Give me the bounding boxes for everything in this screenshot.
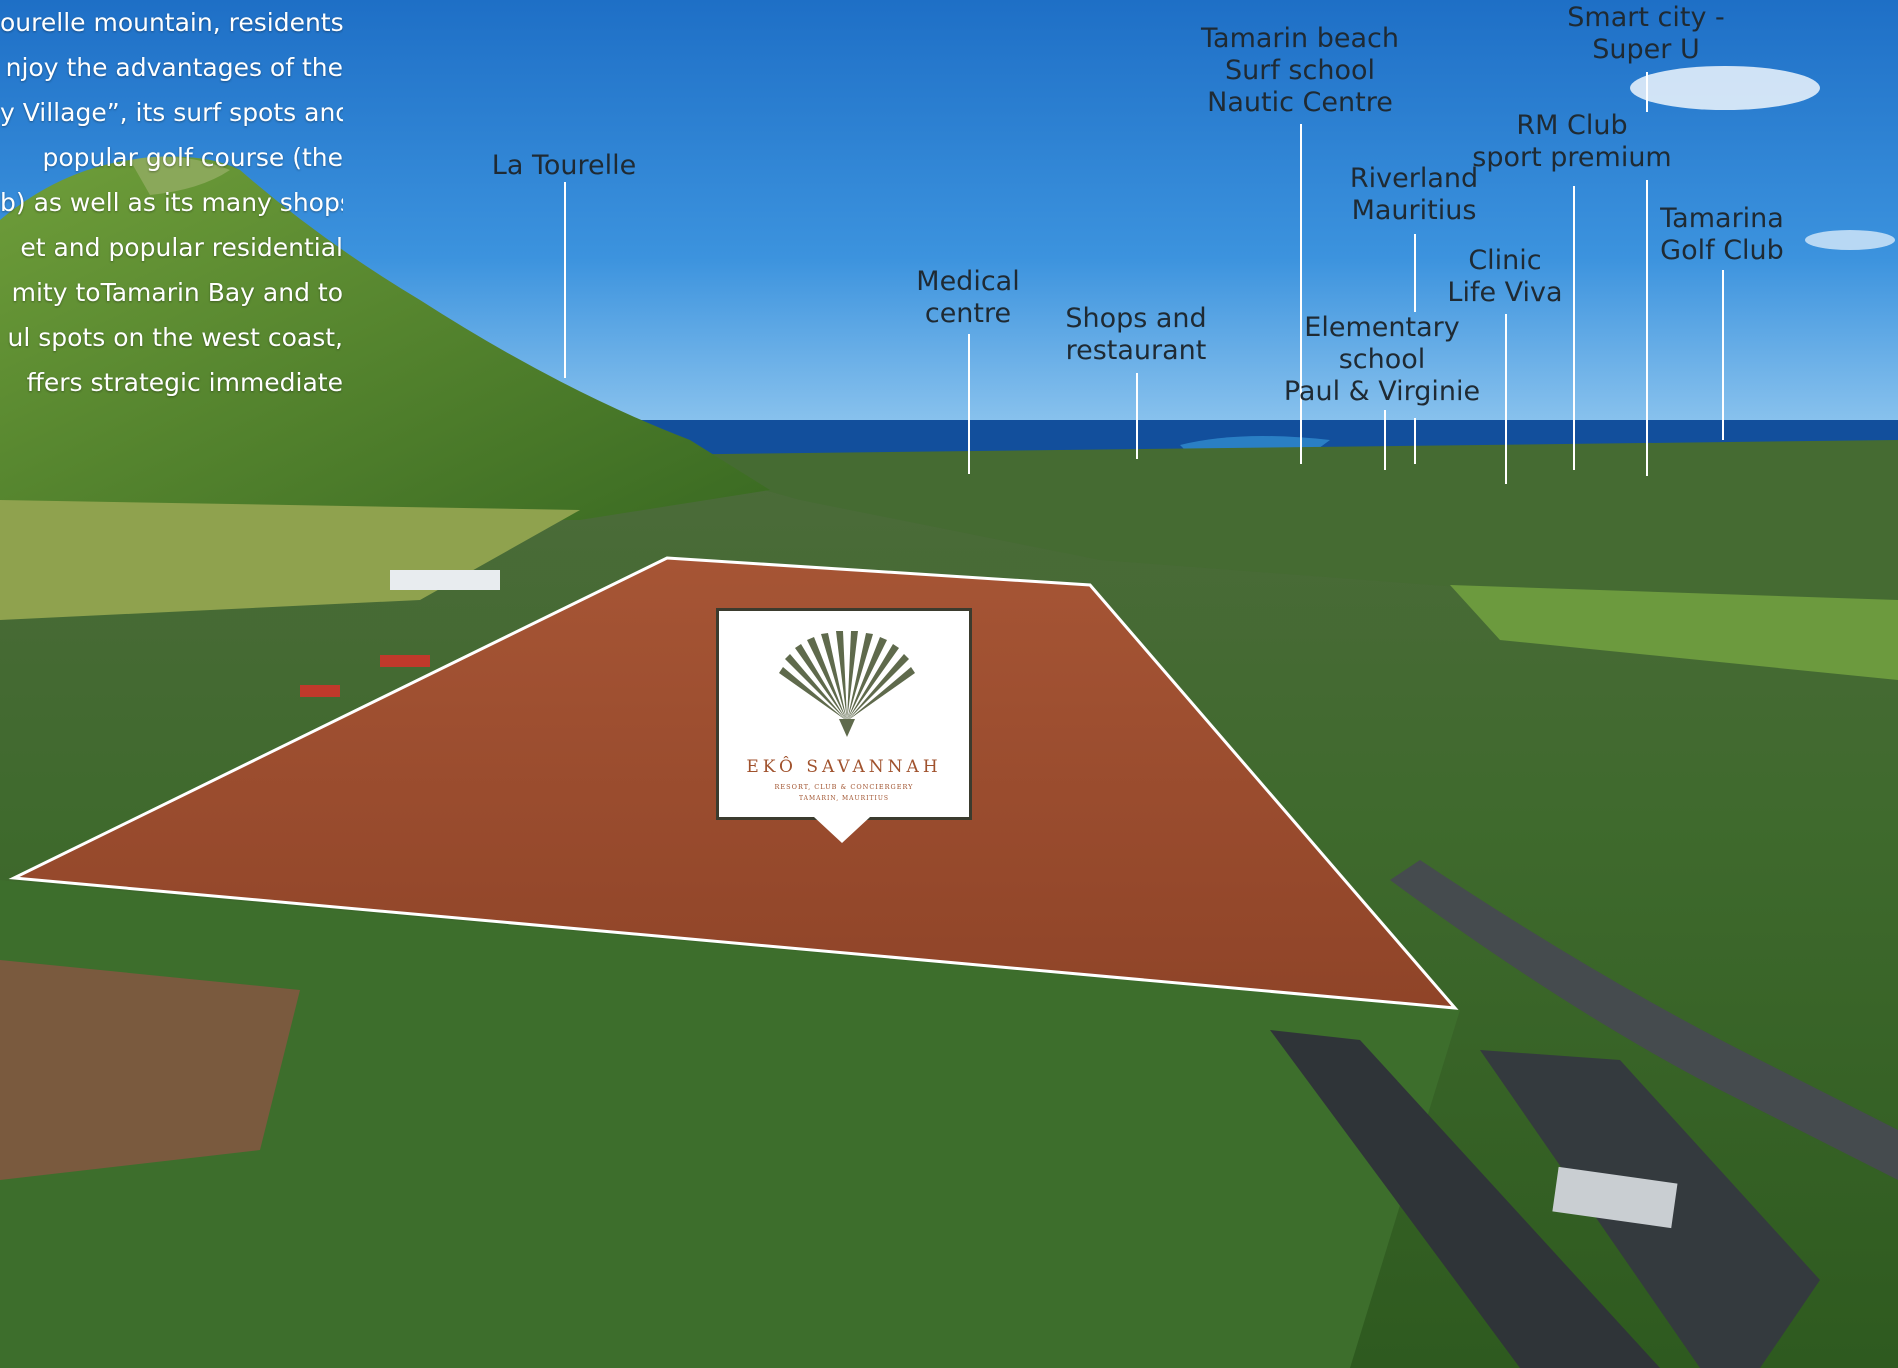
mountain-ridge — [130, 156, 230, 195]
logo-pointer — [814, 817, 870, 843]
leader-line — [968, 334, 970, 474]
label-line: Smart city - — [1567, 2, 1725, 33]
label-line: Medical — [916, 266, 1020, 297]
intro-line: ourelle mountain, residents — [0, 8, 343, 37]
leader-line — [1505, 314, 1507, 484]
intro-line: njoy the advantages of the — [5, 53, 343, 82]
label-line: Super U — [1592, 34, 1700, 65]
label-shops-restaurant: Shops and restaurant — [1065, 303, 1206, 367]
palm-fan-icon — [779, 631, 915, 737]
label-tamarin-beach: Tamarin beach Surf school Nautic Centre — [1201, 23, 1399, 119]
label-rm-club: RM Club sport premium — [1472, 110, 1671, 174]
label-line: Tamarin beach — [1201, 23, 1399, 54]
leader-line — [1646, 72, 1648, 112]
label-line: Clinic — [1468, 245, 1542, 276]
leader-line — [1414, 234, 1416, 312]
label-line: Nautic Centre — [1207, 87, 1393, 118]
intro-line: et and popular residential — [20, 233, 343, 262]
label-riverland: Riverland Mauritius — [1350, 163, 1478, 227]
label-line: sport premium — [1472, 142, 1672, 173]
leader-line — [1300, 124, 1302, 464]
intro-line: y Village”, its surf spots and — [0, 98, 343, 127]
label-line: centre — [924, 298, 1012, 329]
front-scrubland — [0, 880, 1460, 1368]
cloud — [1805, 230, 1895, 250]
right-fields — [1450, 585, 1898, 680]
label-line: Tamarina — [1660, 203, 1784, 234]
farm-building — [300, 685, 340, 697]
label-line: Life Viva — [1447, 277, 1563, 308]
logo-brand-name: EKÔ SAVANNAH — [746, 757, 942, 777]
label-line: RM Club — [1516, 110, 1628, 141]
cloud — [1630, 66, 1820, 110]
intro-line: ul spots on the west coast, — [7, 323, 344, 352]
intro-line: popular golf course (the — [42, 143, 343, 172]
leader-line — [1722, 270, 1724, 440]
logo-location: TAMARIN, MAURITIUS — [798, 795, 889, 802]
building-roofs — [1270, 1030, 1660, 1368]
eko-savannah-logo: EKÔ SAVANNAH RESORT, CLUB & CONCIERGERY … — [716, 608, 972, 820]
label-la-tourelle: La Tourelle — [492, 150, 636, 182]
label-line: Elementary — [1304, 312, 1460, 343]
logo-subtitle: RESORT, CLUB & CONCIERGERY — [774, 783, 914, 791]
label-line: La Tourelle — [491, 150, 637, 181]
label-line: Mauritius — [1351, 195, 1477, 226]
la-tourelle-mountain — [0, 156, 770, 520]
bare-patch — [0, 960, 300, 1180]
farm-building — [380, 655, 430, 667]
label-line: Golf Club — [1660, 235, 1784, 266]
farm-building — [390, 570, 500, 590]
leader-line — [1414, 418, 1416, 464]
intro-line: mity toTamarin Bay and to — [11, 278, 343, 307]
building-canopy — [1552, 1166, 1678, 1229]
label-elementary-school: Elementary school Paul & Virginie — [1284, 312, 1480, 408]
label-line: restaurant — [1065, 335, 1207, 366]
label-medical-centre: Medical centre — [916, 266, 1019, 330]
label-line: Surf school — [1224, 55, 1375, 86]
intro-text: ourelle mountain, residents njoy the adv… — [0, 0, 343, 405]
intro-line: ffers strategic immediate — [26, 368, 343, 397]
leader-line — [1384, 410, 1386, 470]
leader-line — [564, 182, 566, 378]
label-line: school — [1338, 344, 1426, 375]
label-line: Paul & Virginie — [1283, 376, 1481, 407]
distant-forest — [640, 440, 1898, 620]
label-tamarina-golf: Tamarina Golf Club — [1660, 203, 1784, 267]
label-line: Shops and — [1065, 303, 1207, 334]
road — [1390, 860, 1898, 1180]
intro-line: b) as well as its many shops. — [0, 188, 343, 217]
label-line: Riverland — [1349, 163, 1479, 194]
leader-line — [1646, 180, 1648, 476]
leader-line — [1136, 373, 1138, 459]
leader-line — [1573, 186, 1575, 470]
label-smart-city: Smart city - Super U — [1567, 2, 1725, 66]
label-clinic: Clinic Life Viva — [1447, 245, 1562, 309]
